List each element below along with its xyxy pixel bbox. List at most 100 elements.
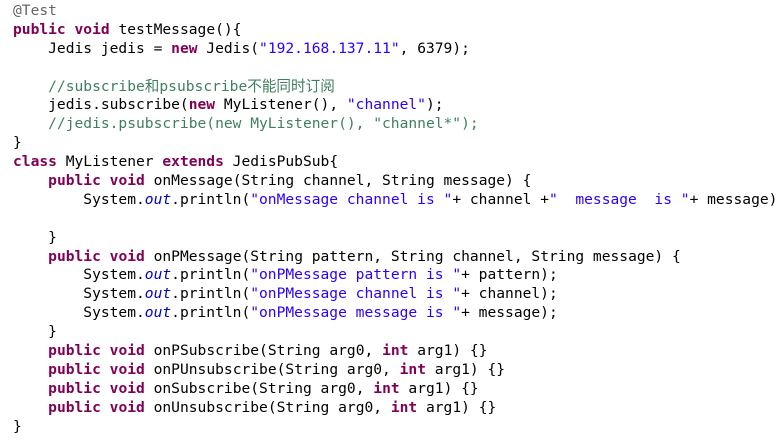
static-field-token: out [144, 266, 172, 284]
keyword-token: void [109, 247, 145, 265]
code-token: JedisPubSub{ [223, 153, 339, 171]
code-token: System. [13, 304, 145, 322]
code-token: testMessage(){ [109, 20, 242, 38]
keyword-token: void [109, 342, 145, 360]
code-line[interactable]: public void onSubscribe(String arg0, int… [0, 380, 777, 399]
comment-token: //jedis.psubscribe(new MyListener(), "ch… [13, 115, 479, 133]
keyword-token: int [390, 398, 418, 416]
keyword-token: int [382, 342, 409, 360]
code-token [101, 380, 110, 397]
code-line[interactable]: System.out.println("onPMessage pattern i… [0, 266, 777, 285]
string-literal-token: "onPMessage pattern is " [250, 266, 462, 284]
code-token: onPSubscribe(String arg0, [144, 342, 383, 360]
keyword-token: int [373, 379, 400, 397]
code-line[interactable]: //subscribe和psubscribe不能同时订阅 [0, 78, 777, 97]
static-field-token: out [144, 190, 172, 208]
code-token: .println( [171, 304, 251, 322]
code-line[interactable]: public void onPMessage(String pattern, S… [0, 248, 777, 267]
code-line[interactable]: } [0, 229, 777, 248]
code-token: + message); [689, 190, 777, 208]
keyword-token: public [48, 172, 101, 190]
keyword-token: new [171, 39, 198, 57]
keyword-token: new [188, 96, 216, 114]
code-line[interactable]: System.out.println("onPMessage channel i… [0, 285, 777, 304]
code-token [13, 342, 48, 359]
code-line[interactable]: @Test [0, 2, 777, 21]
code-line[interactable]: } [0, 418, 777, 437]
code-token: System. [13, 285, 145, 303]
comment-token: //subscribe和psubscribe不能同时订阅 [13, 77, 335, 95]
static-field-token: out [144, 304, 172, 322]
code-token: onUnsubscribe(String arg0, [144, 398, 391, 416]
string-literal-token: "onPMessage channel is " [250, 285, 462, 303]
code-line[interactable]: jedis.subscribe(new MyListener(), "chann… [0, 96, 777, 115]
code-line[interactable]: class MyListener extends JedisPubSub{ [0, 153, 777, 172]
code-token: System. [13, 266, 145, 284]
code-token: onPMessage(String pattern, String channe… [144, 247, 681, 265]
code-token [13, 172, 48, 189]
code-token: System. [13, 190, 145, 208]
code-token [101, 248, 110, 265]
code-token: , 6379); [399, 39, 470, 57]
code-token: Jedis( [197, 39, 260, 57]
code-token: Jedis jedis = [13, 39, 172, 57]
code-token [66, 21, 75, 38]
keyword-token: void [109, 398, 145, 416]
code-token [13, 399, 48, 416]
code-token: + pattern); [461, 266, 558, 284]
annotation-token: @Test [13, 2, 57, 19]
keyword-token: void [109, 379, 145, 397]
string-literal-token: "onMessage channel is " [250, 190, 453, 208]
code-token: arg1) {} [399, 379, 479, 397]
code-token [101, 399, 110, 416]
code-line[interactable] [0, 59, 777, 78]
keyword-token: int [399, 360, 426, 378]
code-token: MyListener(), [215, 96, 347, 114]
keyword-token: public [13, 20, 66, 38]
code-token [13, 361, 48, 378]
code-token: + message); [461, 304, 558, 322]
code-token: arg1) {} [426, 360, 506, 378]
code-token [13, 248, 48, 265]
code-token: + channel + [452, 190, 549, 208]
code-token: .println( [171, 285, 251, 303]
code-token: jedis.subscribe( [13, 96, 189, 114]
code-token: onMessage(String channel, String message… [144, 172, 532, 190]
code-token: .println( [171, 190, 251, 208]
keyword-token: void [74, 20, 110, 38]
code-token: arg1) {} [417, 398, 497, 416]
string-literal-token: " message is " [548, 190, 690, 208]
code-line[interactable]: public void onMessage(String channel, St… [0, 172, 777, 191]
code-line[interactable]: public void onPSubscribe(String arg0, in… [0, 342, 777, 361]
keyword-token: public [48, 360, 101, 378]
code-token: MyListener [56, 153, 163, 171]
code-line[interactable]: public void onPUnsubscribe(String arg0, … [0, 361, 777, 380]
code-line[interactable]: } [0, 134, 777, 153]
code-token: } [13, 417, 22, 435]
keyword-token: void [109, 360, 145, 378]
code-token [101, 361, 110, 378]
code-token: .println( [171, 266, 251, 284]
code-token: onSubscribe(String arg0, [144, 379, 374, 397]
keyword-token: void [109, 172, 145, 190]
code-token [13, 380, 48, 397]
code-token: + channel); [461, 285, 558, 303]
code-line[interactable] [0, 210, 777, 229]
code-token: ); [425, 96, 444, 114]
string-literal-token: "192.168.137.11" [259, 39, 400, 57]
keyword-token: public [48, 398, 101, 416]
code-line[interactable]: Jedis jedis = new Jedis("192.168.137.11"… [0, 40, 777, 59]
code-line[interactable]: //jedis.psubscribe(new MyListener(), "ch… [0, 115, 777, 134]
code-line[interactable]: public void onUnsubscribe(String arg0, i… [0, 399, 777, 418]
code-token [101, 172, 110, 189]
keyword-token: public [48, 379, 101, 397]
keyword-token: public [48, 247, 101, 265]
code-line[interactable]: System.out.println("onMessage channel is… [0, 191, 777, 210]
code-token: } [13, 134, 22, 152]
code-token: } [13, 228, 57, 246]
code-line[interactable]: public void testMessage(){ [0, 21, 777, 40]
code-token [101, 342, 110, 359]
code-line[interactable]: } [0, 323, 777, 342]
code-line[interactable]: System.out.println("onPMessage message i… [0, 304, 777, 323]
